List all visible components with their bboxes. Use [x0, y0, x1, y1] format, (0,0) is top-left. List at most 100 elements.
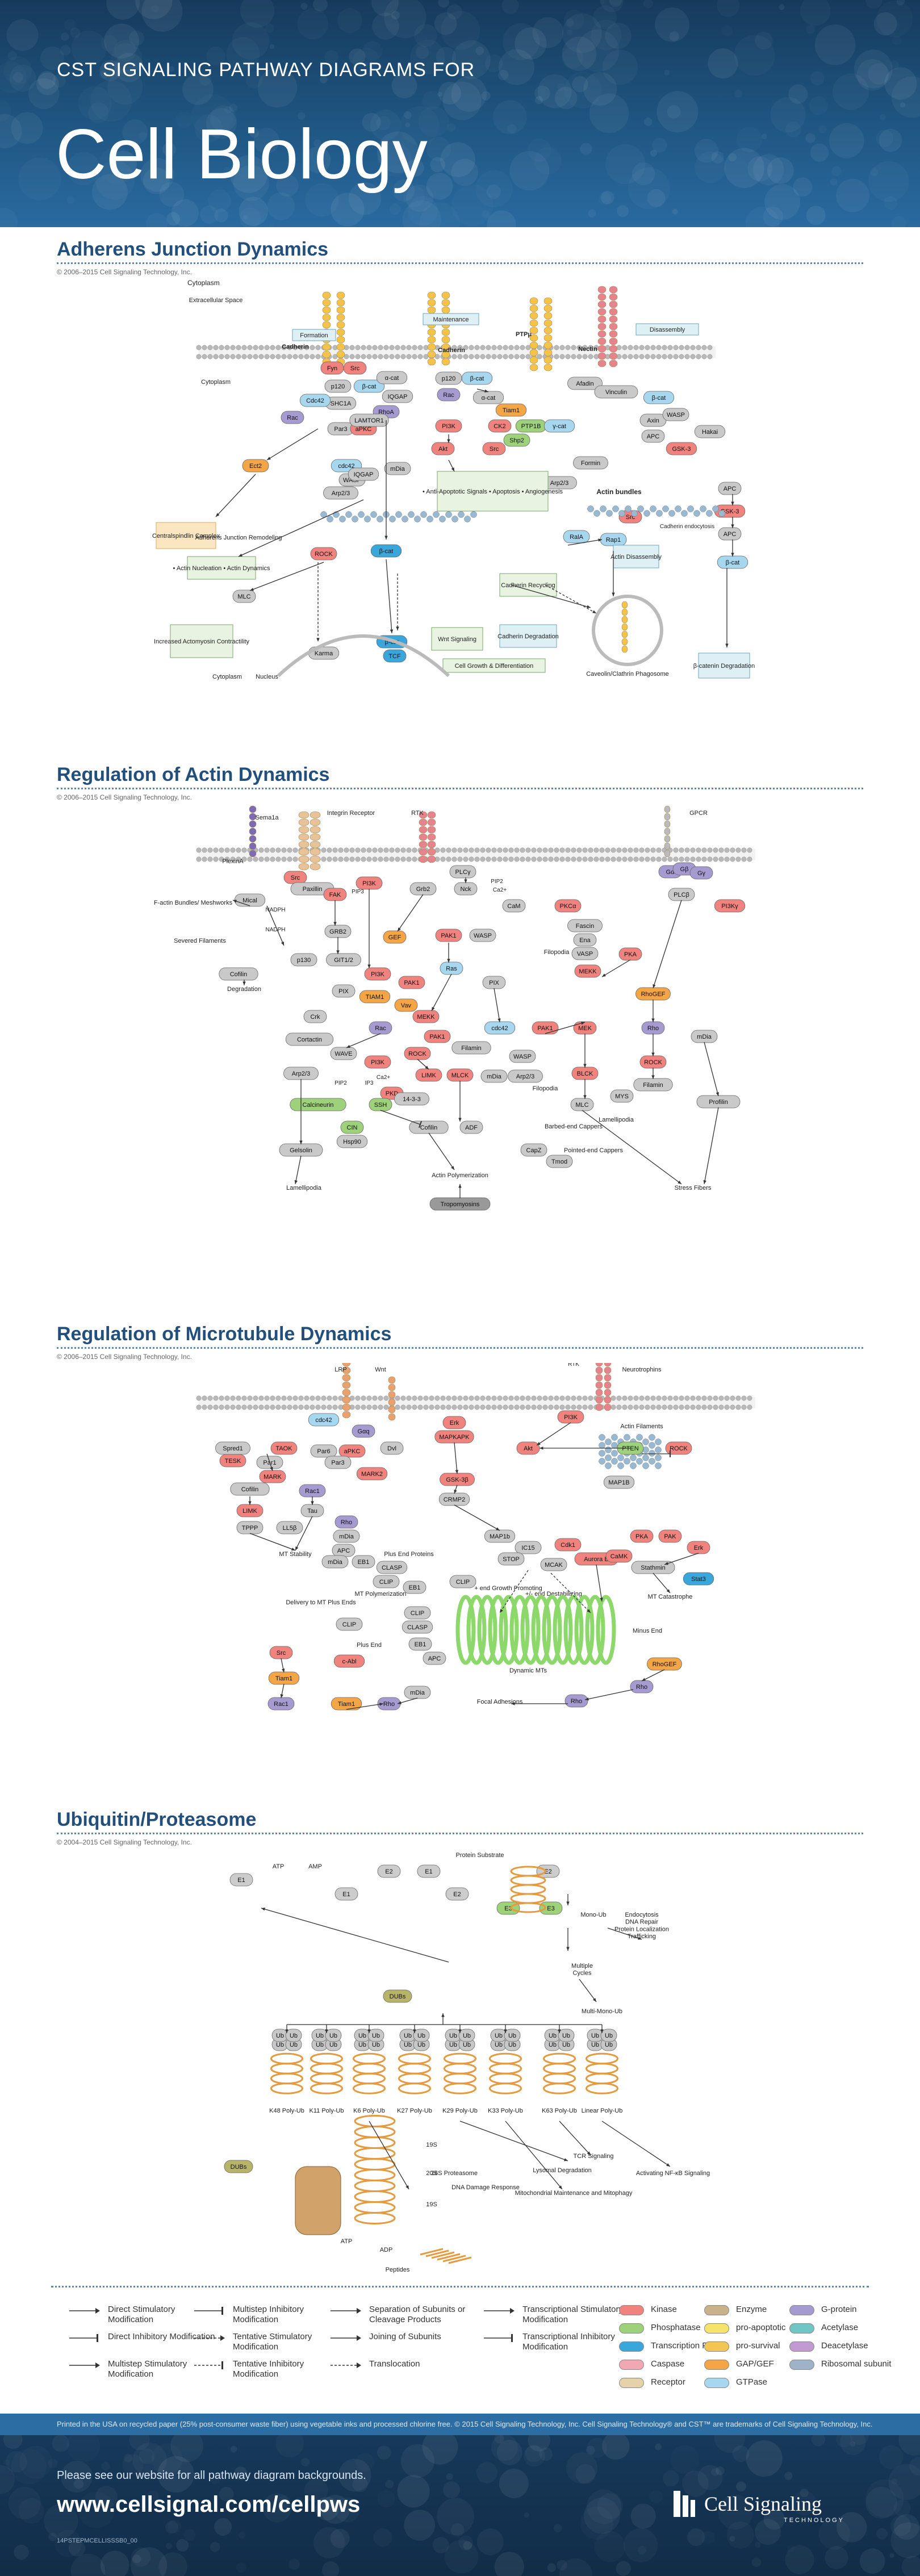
membrane-bead	[650, 856, 656, 862]
texture-blob	[230, 2445, 237, 2453]
membrane-bead	[315, 1395, 321, 1401]
legend-arrow-icon	[194, 2335, 225, 2341]
node-label: Dvl	[387, 1445, 396, 1452]
texture-blob	[52, 2435, 70, 2452]
footer-note: Please see our website for all pathway d…	[57, 2469, 366, 2482]
membrane-bead	[247, 856, 253, 862]
footer-url-link[interactable]: www.cellsignal.com/cellpws	[57, 2492, 361, 2517]
diagram-label: Filopodia	[533, 1085, 559, 1092]
node-label: Shp2	[509, 437, 524, 444]
membrane-bead	[622, 856, 628, 862]
node-iqgap: IQGAP	[382, 390, 413, 403]
texture-blob	[879, 128, 902, 152]
membrane-bead	[247, 354, 253, 359]
node--cat: β-cat	[717, 555, 748, 569]
cell-membrane	[199, 849, 755, 860]
diagram-label: Sema1a	[256, 814, 279, 821]
receptor-segment	[336, 306, 345, 314]
receptor-segment	[529, 363, 538, 371]
membrane-bead	[304, 1395, 310, 1401]
arrow-head	[587, 2151, 591, 2155]
node-shape	[336, 1135, 368, 1148]
texture-blob	[547, 2563, 557, 2572]
node-shape	[665, 1441, 692, 1455]
texture-blob	[687, 2528, 705, 2546]
texture-blob	[8, 51, 17, 60]
node-spred1: Spred1	[215, 1441, 250, 1455]
membrane-bead	[281, 856, 287, 862]
outcome-box	[698, 653, 750, 679]
node-wasp: WASP	[509, 1049, 536, 1063]
membrane-bead	[684, 1404, 690, 1410]
texture-blob	[893, 2514, 919, 2540]
footer: Please see our website for all pathway d…	[0, 2435, 920, 2576]
membrane-bead	[667, 1395, 673, 1401]
node-clip: CLIP	[336, 1617, 363, 1631]
texture-blob	[734, 35, 775, 76]
node-shape	[352, 1424, 375, 1438]
node-shape	[404, 1047, 431, 1060]
node-label: Ub	[449, 2042, 457, 2048]
texture-blob	[362, 112, 381, 132]
node-rho: Rho	[641, 1021, 665, 1035]
membrane-bead	[327, 1395, 332, 1401]
membrane-bead	[707, 1404, 713, 1410]
texture-blob	[840, 2435, 865, 2455]
node-wave: WAVE	[330, 1047, 357, 1060]
node-shape	[714, 899, 746, 913]
membrane-bead	[463, 856, 469, 862]
membrane-bead	[395, 856, 400, 862]
membrane-bead	[378, 847, 383, 853]
membrane-bead	[287, 345, 292, 350]
membrane-bead	[599, 856, 605, 862]
legend-arrow-label: Multistep Stimulatory Modification	[108, 2359, 187, 2379]
node-rock: ROCK	[665, 1441, 692, 1455]
receptor-segment	[419, 855, 428, 863]
section-title: Regulation of Actin Dynamics	[57, 764, 330, 785]
membrane-bead	[480, 345, 486, 350]
ubiquitin-helix	[310, 2072, 343, 2085]
receptor-segment	[388, 1398, 396, 1406]
node-label: PLCγ	[455, 869, 471, 876]
membrane-bead	[713, 856, 718, 862]
node-ub: Ub	[271, 2029, 288, 2042]
phagosome-membrane	[592, 595, 663, 666]
membrane-bead	[616, 1395, 622, 1401]
arrow-head	[602, 973, 606, 977]
node-pka: PKA	[618, 947, 642, 961]
node-shape	[630, 1680, 654, 1693]
membrane-bead	[503, 1404, 508, 1410]
membrane-bead	[224, 354, 230, 359]
texture-blob	[141, 0, 183, 32]
membrane-bead	[565, 1395, 571, 1401]
receptor-segment	[529, 319, 538, 327]
texture-blob	[19, 2498, 44, 2524]
node-label: Gelsolin	[290, 1147, 312, 1154]
texture-blob	[233, 165, 269, 201]
section-rule	[57, 1347, 863, 1349]
receptor-segment	[597, 286, 607, 294]
texture-blob	[129, 2435, 150, 2450]
node-shape	[643, 391, 675, 404]
arrow-head	[496, 1527, 500, 1530]
polyub-label: K63 Poly-Ub	[542, 2107, 577, 2114]
legend-swatch-label: G-protein	[821, 2305, 857, 2314]
actin-filament-bead	[612, 505, 619, 512]
texture-blob	[724, 148, 764, 189]
receptor-segment	[322, 306, 331, 314]
texture-blob	[761, 133, 767, 140]
pathway-arrow	[582, 1110, 682, 1185]
receptor-segment	[604, 1363, 612, 1367]
membrane-bead	[576, 354, 582, 359]
node-label: SSH	[374, 1102, 387, 1109]
membrane-bead	[650, 345, 656, 350]
legend-swatch-color	[619, 2341, 644, 2352]
membrane-bead	[593, 847, 599, 853]
membrane-bead	[287, 847, 292, 853]
diagram-label: MT Catastrophe	[648, 1594, 693, 1600]
texture-blob	[755, 2519, 781, 2545]
legend-swatch-label: pro-survival	[736, 2341, 780, 2351]
node-label: γ-cat	[553, 423, 566, 430]
texture-blob	[300, 2, 308, 10]
legend-arrow-icon	[331, 2308, 361, 2314]
